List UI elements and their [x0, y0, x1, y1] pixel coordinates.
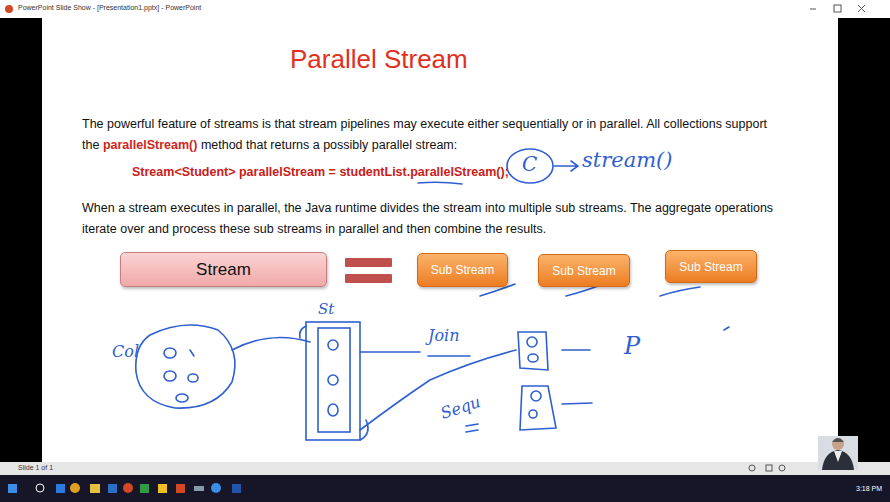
handwritten-note: stream() [582, 148, 673, 172]
code-line: Stream<Student> parallelStream = student… [132, 165, 509, 179]
box-label: Stream [196, 260, 251, 280]
handwritten-note: C [522, 152, 537, 176]
handwritten-note: Join [428, 326, 459, 345]
box-label: Sub Stream [679, 260, 742, 274]
box-label: Sub Stream [431, 263, 494, 277]
handwritten-note: St [318, 300, 334, 318]
slide-title: Parallel Stream [290, 44, 468, 75]
clock-text: 3:18 PM [856, 485, 882, 492]
window-title: PowerPoint Slide Show - [Presentation1.p… [18, 4, 201, 11]
body-text: method that returns a possibly parallel … [201, 138, 457, 152]
sub-stream-box: Sub Stream [538, 254, 630, 287]
handwritten-note: P [624, 332, 640, 360]
handwritten-note: Col [112, 342, 139, 361]
sub-stream-box: Sub Stream [417, 253, 508, 287]
box-label: Sub Stream [552, 264, 615, 278]
stream-box: Stream [120, 252, 327, 287]
status-text: Slide 1 of 1 [18, 464, 53, 471]
body-text: When a stream executes in parallel, the … [82, 201, 773, 236]
paragraph: The powerful feature of streams is that … [82, 114, 802, 156]
paragraph: When a stream executes in parallel, the … [82, 198, 802, 240]
sub-stream-box: Sub Stream [665, 250, 757, 283]
method-name: parallelStream() [103, 138, 197, 152]
